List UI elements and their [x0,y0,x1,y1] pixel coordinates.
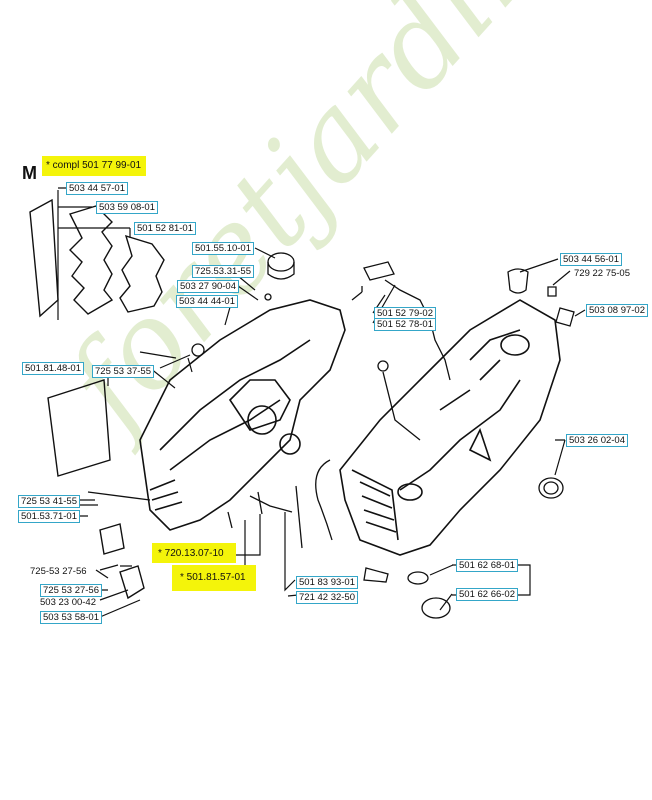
callout-501-52-81-01: 501 52 81-01 [134,222,196,235]
fuel-cap [421,597,451,619]
callout-725-53-27-56-b: 725 53 27-56 [40,584,102,597]
callout-725-53-31-55: 725.53.31-55 [192,265,254,278]
callout-503-44-57-01: 503 44 57-01 [66,182,128,195]
kit-label: * compl 501 77 99-01 [46,160,142,171]
callout-501-62-66-02: 501 62 66-02 [456,588,518,601]
callout-501-83-93-01: 501 83 93-01 [296,576,358,589]
callout-721-42-32-50: 721 42 32-50 [296,591,358,604]
callout-503-27-90-04: 503 27 90-04 [177,280,239,293]
highlight-501-81-57-01: * 501.81.57-01 [172,565,256,591]
callout-503-26-02-04: 503 26 02-04 [566,434,628,447]
oil-cap-mount [507,268,529,294]
assembly-mark: M [22,163,37,183]
muffler-shield [69,205,114,315]
heat-shield [119,234,165,313]
tensioner-block [119,565,145,600]
callout-503-08-97-02: 503 08 97-02 [586,304,648,317]
kit-highlight: * compl 501 77 99-01 [42,156,146,176]
callout-729-22-75-05: 729 22 75-05 [574,268,630,279]
rubber-mount [267,252,295,272]
callout-501-62-68-01: 501 62 68-01 [456,559,518,572]
callout-501-81-57-01: * 501.81.57-01 [180,572,246,583]
callout-725-53-27-56: 725-53 27-56 [30,566,87,577]
seal-ring [538,477,564,499]
callout-501-53-71-01: 501.53.71-01 [18,510,80,523]
fuel-filter [363,567,389,583]
callout-503-53-58-01: 503 53 58-01 [40,611,102,624]
callout-503-59-08-01: 503 59 08-01 [96,201,158,214]
callout-501-55-10-01: 501.55.10-01 [192,242,254,255]
gasket-plate [29,198,59,318]
callout-725-53-41-55: 725 53 41-55 [18,495,80,508]
callout-503-44-44-01: 503 44 44-01 [176,295,238,308]
crankcase-left [139,299,346,531]
callout-503-23-00-42: 503 23 00-42 [40,597,96,608]
callout-501-52-78-01: 501 52 78-01 [374,318,436,331]
callout-503-44-56-01: 503 44 56-01 [560,253,622,266]
chain-catcher [99,523,125,555]
connector [363,261,395,281]
highlight-720-13-07-10: * 720.13.07-10 [152,543,236,563]
crankcase-right [339,299,561,556]
callout-720-13-07-10: * 720.13.07-10 [158,548,224,559]
guide-bar-plate [47,379,111,477]
callout-501-81-48-01: 501.81.48-01 [22,362,84,375]
callout-725-53-37-55: 725 53 37-55 [92,365,154,378]
